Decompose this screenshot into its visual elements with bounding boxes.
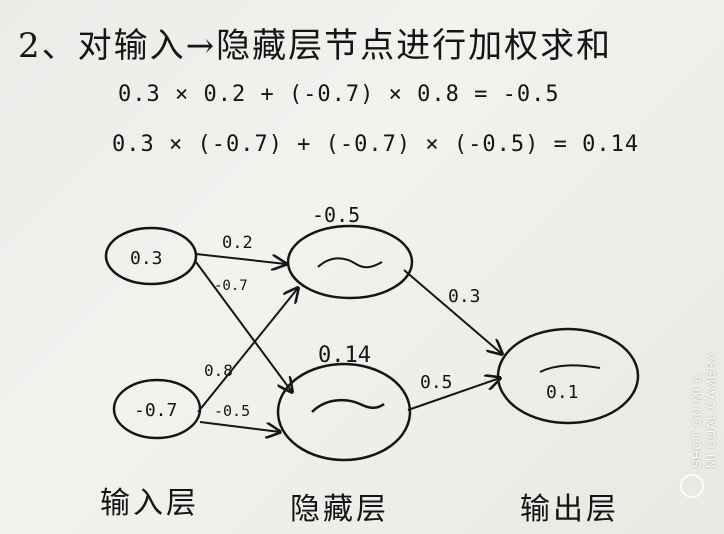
output-value: 0.1: [546, 382, 579, 403]
edge-h2-out: [407, 378, 500, 411]
equation-hidden-bottom: 0.3 × (-0.7) + (-0.7) × (-0.5) = 0.14: [112, 132, 640, 157]
camera-watermark: SHOT ON MI 6 MI DUAL CAMERA: [690, 318, 720, 468]
hidden-top-bias: -0.5: [312, 203, 360, 227]
weight-in1-h1: 0.2: [222, 233, 253, 253]
hidden-layer-label: 隐藏层: [290, 492, 389, 527]
equation-hidden-top: 0.3 × 0.2 + (-0.7) × 0.8 = -0.5: [118, 82, 560, 107]
hidden-node-bottom-squiggle: [311, 398, 385, 413]
hidden-bottom-bias: 0.14: [318, 343, 371, 368]
watermark-circle-icon: [680, 474, 704, 498]
watermark-line-1: SHOT ON MI 6: [690, 374, 704, 468]
photo-title: 2、对输入→隐藏层节点进行加权求和: [18, 26, 613, 66]
input-bottom-value: -0.7: [134, 400, 177, 421]
hidden-node-top-squiggle: [317, 257, 383, 269]
watermark-line-2: MI DUAL CAMERA: [704, 351, 718, 468]
edge-in2-h2: [199, 421, 280, 432]
edge-in1-h2: [195, 261, 292, 392]
input-node-top: [104, 226, 198, 286]
output-node-squiggle: [539, 364, 601, 373]
weight-in2-h2: -0.5: [214, 402, 250, 420]
weight-in2-h1: 0.8: [204, 361, 233, 380]
edge-h1-out: [403, 269, 502, 354]
weight-h1-out: 0.3: [448, 286, 481, 307]
edge-in2-h1: [197, 288, 298, 413]
input-layer-label: 输入层: [100, 486, 199, 521]
input-top-value: 0.3: [130, 248, 163, 269]
hidden-node-bottom: [276, 362, 412, 462]
input-node-bottom: [112, 378, 202, 440]
output-layer-label: 输出层: [520, 492, 619, 527]
weight-h2-out: 0.5: [420, 372, 453, 393]
edge-in1-h1: [195, 253, 286, 264]
output-node: [496, 327, 640, 425]
hidden-node-top: [286, 224, 414, 300]
weight-in1-h2: -0.7: [214, 278, 248, 294]
